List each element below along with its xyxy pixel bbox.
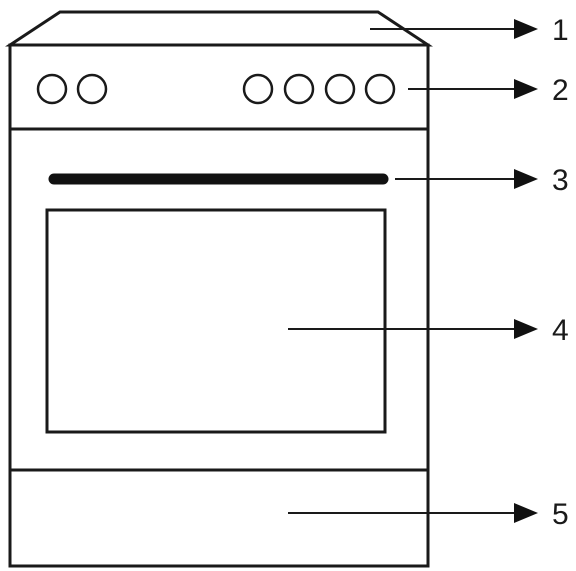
- arrow-head-icon: [514, 19, 538, 39]
- arrow-head-icon: [514, 319, 538, 339]
- callout-number: 5: [552, 498, 569, 531]
- arrow-head-icon: [514, 79, 538, 99]
- callout-number: 1: [552, 14, 569, 47]
- callout-number: 2: [552, 74, 569, 107]
- callout-number: 4: [552, 314, 569, 347]
- callout-number: 3: [552, 164, 569, 197]
- arrow-head-icon: [514, 503, 538, 523]
- knob-icon: [324, 73, 356, 105]
- arrow-head-icon: [514, 169, 538, 189]
- oven-window: [45, 208, 387, 434]
- knob-icon: [76, 73, 108, 105]
- right-knob-group: [242, 73, 396, 105]
- cooker-body: [8, 43, 430, 568]
- callout-3: 3: [395, 164, 569, 197]
- knob-icon: [283, 73, 315, 105]
- left-knob-group: [36, 73, 108, 105]
- callout-2: 2: [408, 74, 569, 107]
- callout-4: 4: [288, 314, 569, 347]
- knob-icon: [242, 73, 274, 105]
- knob-icon: [364, 73, 396, 105]
- callout-5: 5: [288, 498, 569, 531]
- knob-icon: [36, 73, 68, 105]
- callout-1: 1: [370, 14, 569, 47]
- hob-top: [5, 10, 433, 47]
